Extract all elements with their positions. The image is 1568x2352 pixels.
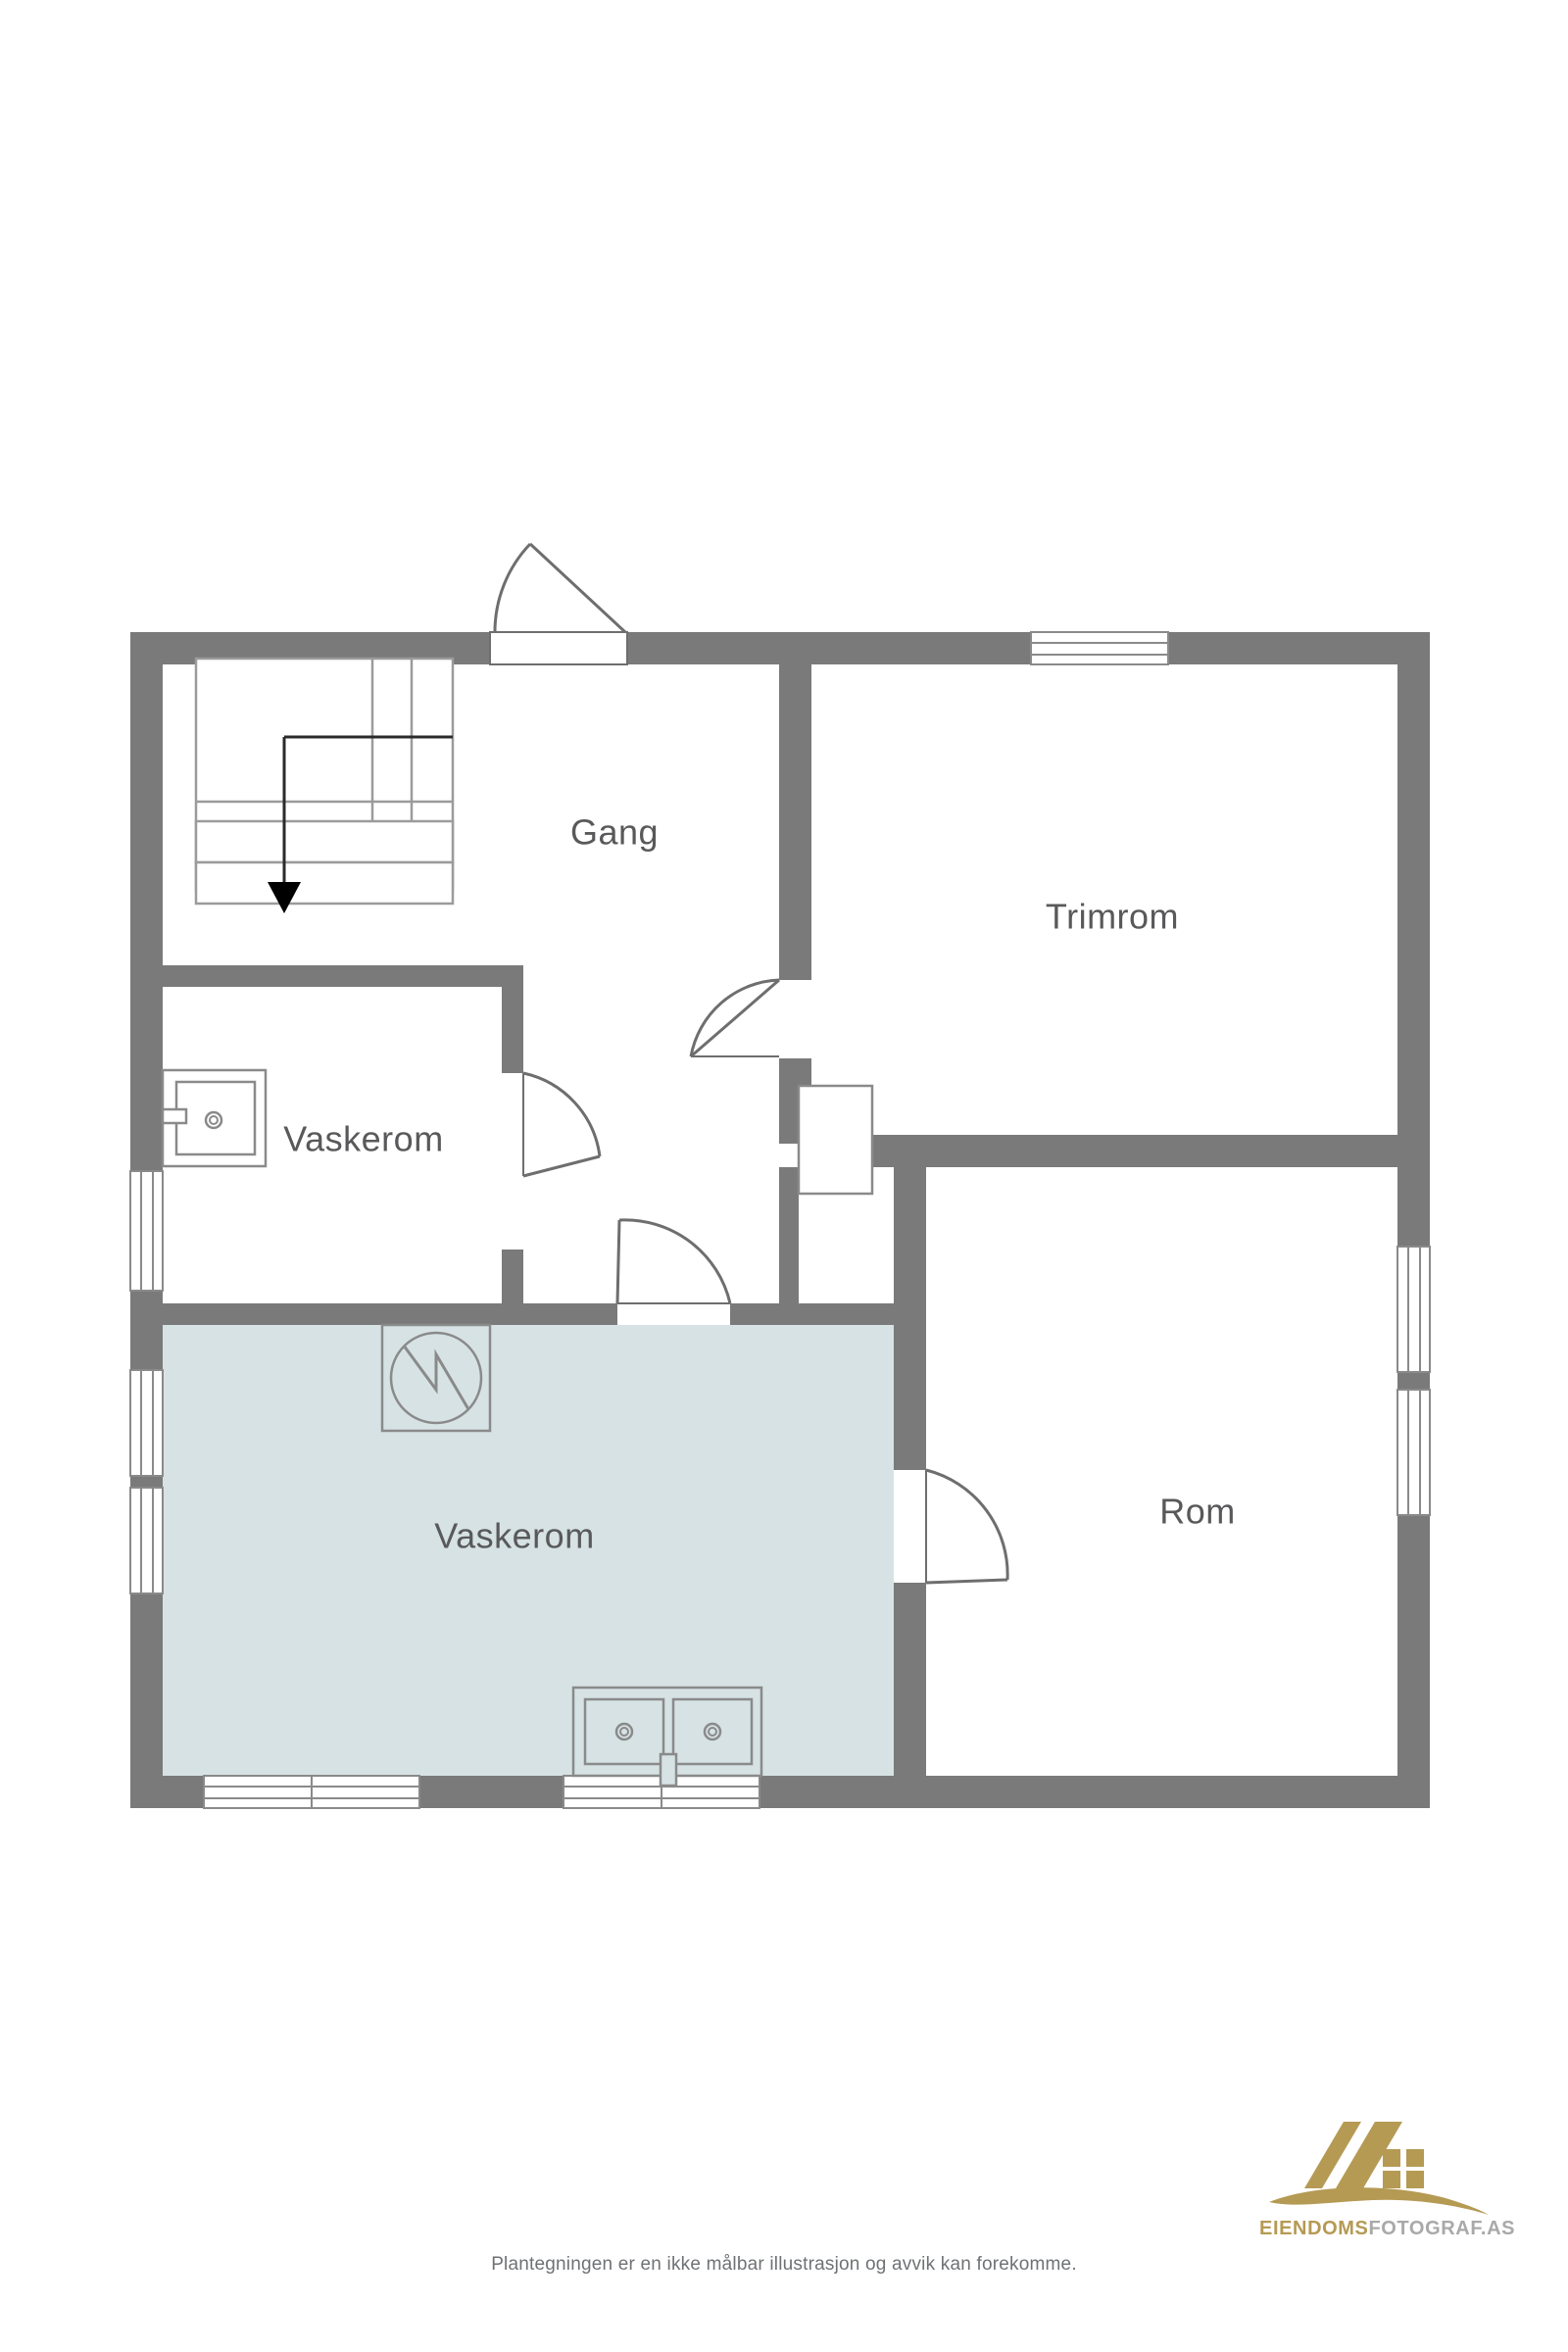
door-entrance[interactable]	[489, 542, 628, 665]
wall-vaskerom2-north-left	[142, 1303, 617, 1325]
stair-direction-arrow	[268, 882, 301, 913]
room-label-vaskerom1: Vaskerom	[283, 1119, 443, 1159]
window-left-mid	[129, 1369, 164, 1477]
window-bottom-mid	[563, 1775, 760, 1809]
electrical-panel-icon	[380, 1323, 492, 1433]
wall-vaskerom1-north	[157, 965, 523, 987]
logo-word-secondary: FOTOGRAF.AS	[1368, 2218, 1516, 2239]
door-gang-trimrom[interactable]	[689, 978, 811, 1058]
house-roof-window-logo-icon	[1269, 2122, 1489, 2215]
disclaimer-text: Plantegningen er en ikke målbar illustra…	[491, 2254, 1077, 2275]
window-left-upper	[129, 1170, 164, 1292]
room-label-gang: Gang	[570, 812, 659, 853]
room-fill-vaskerom2	[142, 1321, 894, 1808]
niche-trimrom	[797, 1084, 874, 1196]
window-right-lower	[1396, 1389, 1431, 1516]
room-label-vaskerom2: Vaskerom	[434, 1516, 594, 1556]
window-left-lower	[129, 1487, 164, 1594]
room-label-rom: Rom	[1159, 1492, 1236, 1532]
sink-vaskerom2	[571, 1686, 763, 1788]
sink-vaskerom1	[161, 1068, 268, 1168]
wall-gang-east-lower	[779, 1167, 799, 1305]
company-logo: EIENDOMSFOTOGRAF.AS	[1259, 2112, 1514, 2254]
logo-wordmark: EIENDOMSFOTOGRAF.AS	[1259, 2218, 1514, 2240]
staircase	[194, 657, 455, 913]
wall-vaskerom2-north-right	[730, 1303, 906, 1325]
door-gang-vaskerom2[interactable]	[615, 1218, 732, 1325]
window-bottom-left	[203, 1775, 420, 1809]
wall-vaskerom1-east-lower	[502, 1250, 523, 1306]
wall-east	[1397, 632, 1430, 1808]
door-gang-vaskerom1[interactable]	[502, 1071, 602, 1179]
window-top-right	[1030, 631, 1169, 665]
window-right-upper	[1396, 1246, 1431, 1373]
room-label-trimrom: Trimrom	[1046, 897, 1179, 937]
wall-trimrom-south	[877, 1135, 1430, 1167]
door-vaskerom2-rom[interactable]	[894, 1468, 1009, 1585]
logo-word-primary: EIENDOMS	[1259, 2218, 1369, 2239]
